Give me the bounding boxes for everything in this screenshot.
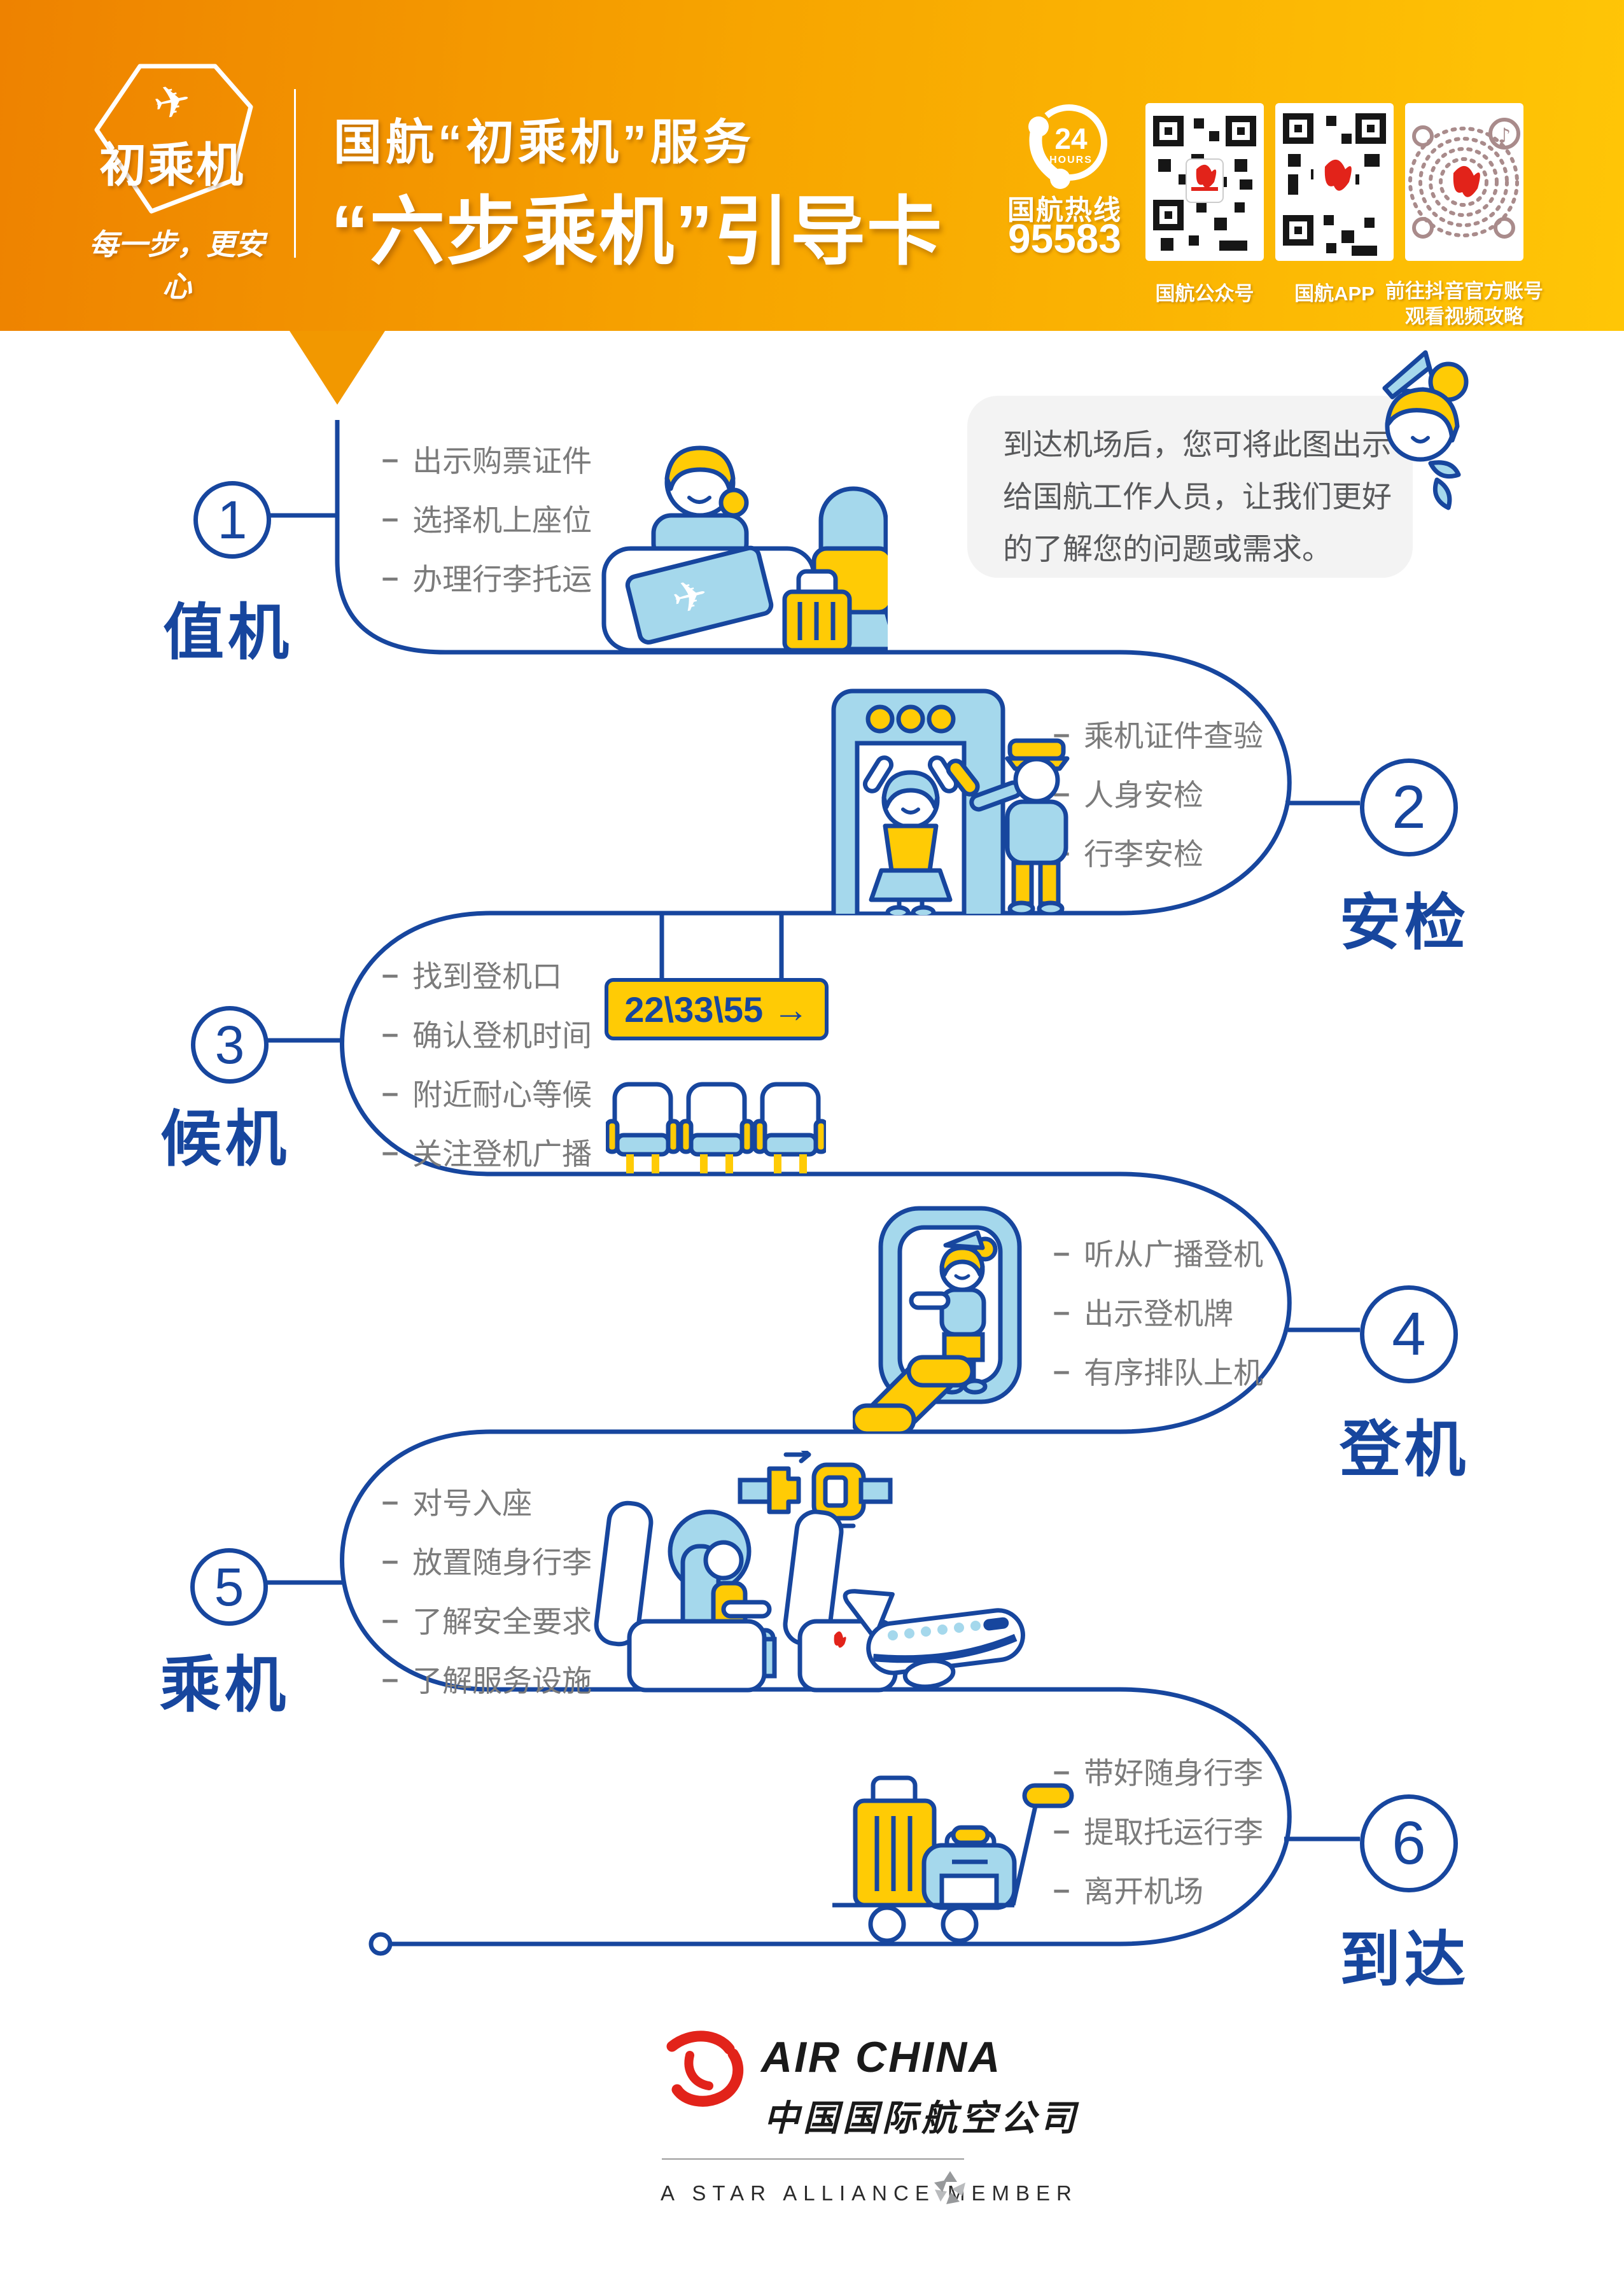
hotline-24h-phone-icon: 24 HOURS: [1028, 104, 1107, 189]
step-3-items: –找到登机口 –确认登机时间 –附近耐心等候 –关注登机广播: [382, 944, 592, 1181]
step-item: –出示登机牌: [1053, 1294, 1234, 1331]
step-3-number: 3: [191, 1006, 269, 1084]
notice-line: 到达机场后，您可将此图出示: [1003, 428, 1392, 461]
air-china-wordmark-en: AIR CHINA: [761, 2033, 1002, 2081]
step-5-number: 5: [190, 1548, 268, 1626]
qr-wechat: [1145, 103, 1264, 261]
step-2-number: 2: [1360, 758, 1458, 856]
star-alliance-text: A STAR ALLIANCE MEMBER: [661, 2181, 1078, 2205]
step-6-number: 6: [1360, 1794, 1458, 1892]
step-6-items: –带好随身行李 –提取托运行李 –离开机场: [1053, 1741, 1263, 1918]
step-3-label: 候机: [160, 1105, 290, 1173]
logo-tagline: 每一步，更安心: [89, 227, 265, 304]
step-number-text: 5: [214, 1556, 244, 1617]
step-5-label: 乘机: [160, 1651, 290, 1719]
step-item: –了解安全要求: [382, 1602, 592, 1639]
star-alliance-icon: [934, 2171, 965, 2204]
svg-text:♪: ♪: [1498, 123, 1511, 148]
qr-app-pattern: [1283, 113, 1386, 256]
step-4-number: 4: [1360, 1285, 1458, 1383]
first-flight-logo-icon: ✈: [94, 64, 253, 214]
svg-text:✈: ✈: [149, 73, 196, 131]
poster-title: “六步乘机”引导卡: [331, 190, 944, 274]
step-item: –听从广播登机: [1053, 1235, 1264, 1271]
qr-douyin-label-line2: 观看视频攻略: [1405, 305, 1523, 328]
qr-app-label: 国航APP: [1294, 283, 1375, 305]
step-item: –带好随身行李: [1053, 1754, 1264, 1790]
poster-subtitle: 国航“初乘机”服务: [333, 116, 755, 170]
step-1-items: –出示购票证件 –选择机上座位 –办理行李托运: [382, 429, 592, 606]
header-banner: ✈ 初乘机 每一步，更安心 国航“初乘机”服务 “六步乘机”引导卡 24 HOU…: [0, 0, 1624, 331]
attendant-avatar-icon: [1382, 350, 1469, 510]
footer-divider: [662, 2158, 964, 2160]
notice-bubble: 到达机场后，您可将此图出示 给国航工作人员，让我们更好 的了解您的问题或需求。: [967, 396, 1413, 578]
step-number-text: 3: [214, 1014, 245, 1075]
svg-text:24: 24: [1054, 122, 1088, 155]
hotline-number: 95583: [1008, 216, 1121, 262]
step-item: –确认登机时间: [382, 1016, 592, 1052]
air-china-phoenix-logo: [666, 2030, 744, 2107]
step-item: –找到登机口: [382, 957, 563, 993]
step-item: –选择机上座位: [382, 501, 592, 537]
step-item: –乘机证件查验: [1053, 716, 1264, 753]
step-item: –有序排队上机: [1053, 1353, 1264, 1390]
step-number-text: 6: [1392, 1809, 1426, 1877]
notice-line: 给国航工作人员，让我们更好: [1003, 480, 1392, 514]
gate-sign: 22\33\55 →: [605, 978, 829, 1040]
step-item: –办理行李托运: [382, 560, 592, 596]
header-divider: [294, 89, 296, 258]
step-1-number: 1: [193, 481, 271, 559]
hotline-label: 国航热线: [1007, 195, 1122, 226]
logo-wordmark: 初乘机: [99, 139, 244, 192]
boarding-door-illustration: [853, 1206, 1022, 1432]
cabin-seat-plane-illustration: [594, 1451, 1025, 1693]
step-5-items: –对号入座 –放置随身行李 –了解安全要求 –了解服务设施: [382, 1471, 592, 1708]
step-item: –了解服务设施: [382, 1661, 592, 1698]
step-4-label: 登机: [1340, 1416, 1469, 1484]
step-item: –提取托运行李: [1053, 1813, 1264, 1849]
step-6-label: 到达: [1340, 1926, 1469, 1994]
luggage-cart-illustration: [832, 1775, 1074, 1943]
step-item: –附近耐心等候: [382, 1075, 592, 1112]
security-check-illustration: [831, 688, 1070, 915]
qr-douyin: ♪: [1405, 103, 1523, 261]
qr-wechat-label: 国航公众号: [1155, 283, 1254, 305]
qr-wechat-pattern: [1153, 116, 1256, 251]
qr-douyin-pattern: ♪: [1408, 118, 1520, 239]
step-number-text: 1: [217, 489, 248, 550]
svg-text:HOURS: HOURS: [1049, 155, 1093, 165]
header-notch: [290, 331, 385, 405]
qr-app: [1275, 103, 1394, 261]
qr-douyin-label-line1: 前往抖音官方账号: [1385, 280, 1543, 302]
step-2-label: 安检: [1340, 889, 1469, 957]
waiting-seats-illustration: [606, 1082, 826, 1173]
step-4-items: –听从广播登机 –出示登机牌 –有序排队上机: [1053, 1222, 1263, 1400]
checkin-illustration: ✈: [601, 445, 888, 652]
step-item: –出示购票证件: [382, 442, 592, 478]
step-number-text: 4: [1392, 1300, 1426, 1368]
step-item: –关注登机广播: [382, 1135, 592, 1171]
step-item: –放置随身行李: [382, 1543, 592, 1579]
step-number-text: 2: [1392, 773, 1426, 841]
air-china-wordmark-cn: 中国国际航空公司: [764, 2097, 1079, 2139]
step-item: –离开机场: [1053, 1872, 1204, 1908]
notice-line: 的了解您的问题或需求。: [1003, 532, 1332, 566]
step-1-label: 值机: [163, 599, 293, 667]
step-item: –对号入座: [382, 1484, 533, 1520]
